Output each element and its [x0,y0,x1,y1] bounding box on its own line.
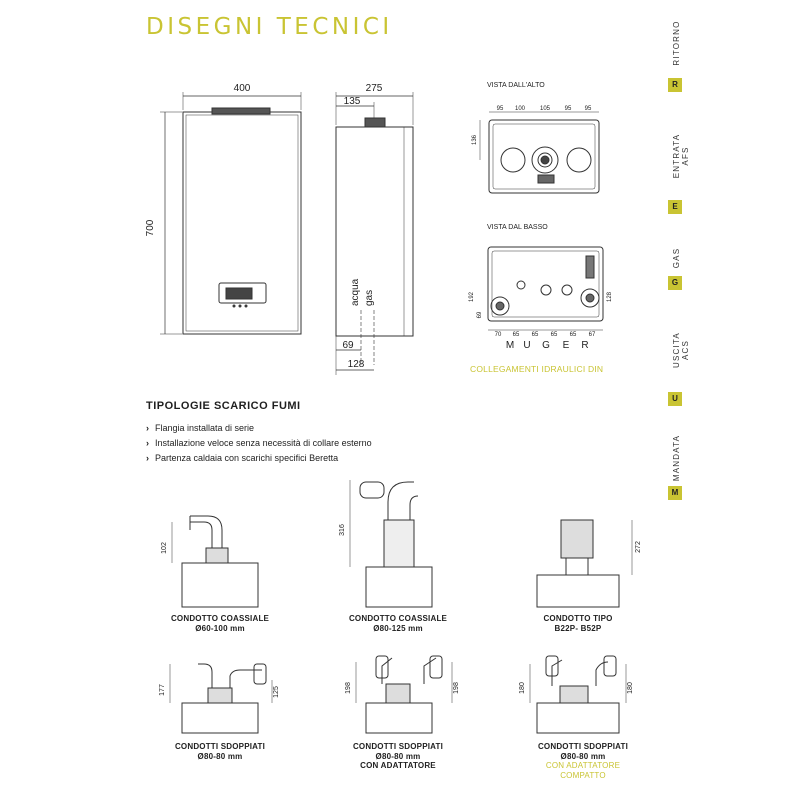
flue-caption-2: CONDOTTO COASSIALE Ø80-125 mm [328,614,468,633]
legend-letter-m: M [668,486,682,500]
bottom-69-dim: 69 [342,340,354,351]
caption-line: CONDOTTO COASSIALE [348,614,448,623]
flue-5-dim-b: 198 [453,682,460,694]
letter-g: G [542,340,550,351]
top-view-label: VISTA DALL'ALTO [487,82,545,89]
depth-dim: 275 [366,83,383,94]
flue-coaxial-60-100 [171,515,259,608]
top-view-drawing [479,111,600,194]
caption-line: CON ADATTATORE [360,761,436,770]
bottom-dim-2: 65 [532,332,539,338]
legend-word-ritorno: RITORNO [672,20,681,66]
caption-line: CONDOTTO TIPO [543,614,613,623]
flue-split-2 [355,655,453,734]
letter-u: U [523,340,530,351]
legend-word-uscita: USCITA ACS [672,332,690,368]
flue-bullets: Flangia installata di serie Installazion… [146,421,372,466]
caption-line: Ø80-80 mm [560,751,606,761]
bottom-left-dim-1: 69 [477,311,483,318]
caption-line: CON ADATTATORE [545,761,621,770]
top-dim-1: 100 [515,106,526,112]
flue-5-dim-a: 198 [345,682,352,694]
depth-inner-dim: 135 [344,96,361,107]
flue-1-dim: 102 [161,542,168,554]
boiler-front-view [160,92,302,335]
caption-line: CONDOTTI SDOPPIATI [174,742,266,751]
bottom-left-dim-0: 192 [469,291,475,302]
bullet-item: Installazione veloce senza necessità di … [146,436,372,451]
caption-line: Ø80-80 mm [375,751,421,761]
bottom-view-label: VISTA DAL BASSO [487,224,548,231]
caption-line: Ø80-125 mm [373,623,423,633]
flue-split-1 [169,663,273,734]
flue-caption-3: CONDOTTO TIPO B22P- B52P [508,614,648,633]
legend-letter-g: G [668,276,682,290]
letter-e: E [563,340,570,351]
bullet-item: Partenza caldaia con scarichi specifici … [146,451,372,466]
gas-label: gas [364,290,375,306]
flue-caption-4: CONDOTTI SDOPPIATI Ø80-80 mm [150,742,290,761]
bottom-view-dims: 70 65 65 65 65 67 192 69 128 [469,291,613,338]
width-dim: 400 [234,83,251,94]
legend-letter-u: U [668,392,682,406]
letter-r: R [581,340,588,351]
bottom-dim-0: 70 [495,332,502,338]
flue-4-dim-a: 177 [159,684,166,696]
flue-6-dim-a: 180 [519,682,526,694]
flue-split-3 [529,655,627,734]
flue-3-dim: 272 [635,541,642,553]
acqua-label: acqua [350,278,361,306]
bottom-right-dim: 128 [607,291,613,302]
flue-6-dim-b: 180 [627,682,634,694]
legend-letter-r: R [668,78,682,92]
flue-4-dim-b: 125 [273,686,280,698]
top-dim-4: 95 [585,106,592,112]
bottom-128-dim: 128 [348,359,365,370]
letter-m: M [506,340,514,351]
legend-word-mandata: MANDATA [672,434,681,482]
top-view-dims: 95 100 105 95 95 136 [472,106,592,145]
flue-caption-5: CONDOTTI SDOPPIATI Ø80-80 mm CON ADATTAT… [328,742,468,771]
flue-caption-6: CONDOTTI SDOPPIATI Ø80-80 mm CON ADATTAT… [508,742,658,780]
top-dim-0: 95 [497,106,504,112]
flue-heading: TIPOLOGIE SCARICO FUMI [146,400,301,412]
flue-caption-1: CONDOTTO COASSIALE Ø60-100 mm [150,614,290,633]
flue-b22p-b52p [536,519,633,608]
caption-line: B22P- B52P [554,623,602,633]
bottom-view-drawing [487,246,604,331]
flue-coaxial-80-125 [349,480,433,608]
caption-line: CONDOTTO COASSIALE [170,614,270,623]
caption-line: Ø60-100 mm [195,623,245,633]
top-dim-3: 95 [565,106,572,112]
caption-line: Ø80-80 mm [197,751,243,761]
din-caption: COLLEGAMENTI IDRAULICI DIN [470,364,604,374]
bottom-dim-3: 65 [551,332,558,338]
bottom-dim-1: 65 [513,332,520,338]
top-dim-2: 105 [540,106,551,112]
flue-2-dim: 316 [339,524,346,536]
top-side-dim: 136 [472,134,478,145]
bullet-item: Flangia installata di serie [146,421,372,436]
page-title: DISEGNI TECNICI [146,14,393,40]
height-dim: 700 [145,219,156,236]
caption-line: CONDOTTI SDOPPIATI [537,742,629,751]
connection-letters: M U G E R [506,340,589,351]
legend-word-entrata: ENTRATA AFS [672,133,690,179]
caption-line: COMPATTO [560,770,606,780]
caption-line: CONDOTTI SDOPPIATI [352,742,444,751]
bottom-dim-4: 65 [570,332,577,338]
legend-letter-e: E [668,200,682,214]
bottom-dim-5: 67 [589,332,596,338]
boiler-side-view [335,92,414,375]
